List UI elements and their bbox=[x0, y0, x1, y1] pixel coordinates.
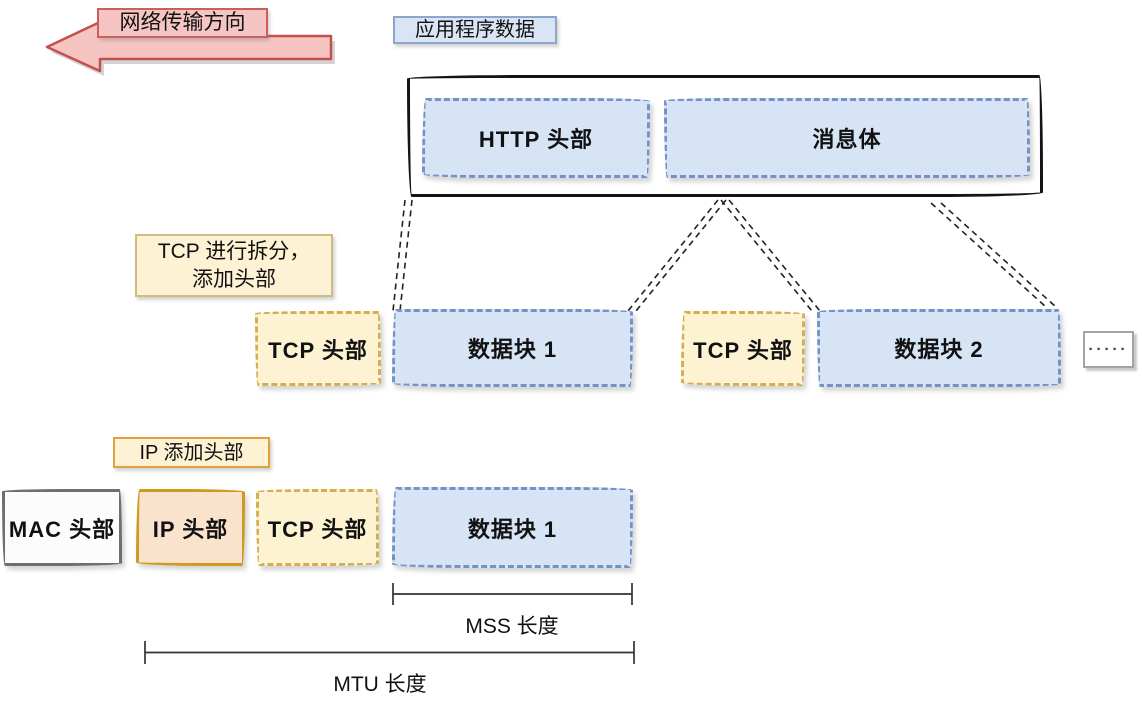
data-block-2-text: 数据块 2 bbox=[894, 337, 984, 362]
tcp-header-text-2: TCP 头部 bbox=[693, 337, 793, 363]
mss-length-label: MSS 长度 bbox=[412, 610, 612, 640]
direction-label-text: 网络传输方向 bbox=[119, 11, 246, 35]
mss-ruler bbox=[392, 583, 633, 605]
mac-header-text: MAC 头部 bbox=[8, 516, 116, 542]
http-header-text: HTTP 头部 bbox=[478, 127, 594, 152]
tcp-split-label-line1: TCP 进行拆分， bbox=[157, 240, 311, 264]
mtu-ruler bbox=[144, 641, 635, 664]
tcp-split-label-line2: 添加头部 bbox=[192, 267, 276, 291]
connector-lines bbox=[392, 199, 1057, 312]
mtu-length-label: MTU 长度 bbox=[280, 668, 480, 698]
mtu-length-text: MTU 长度 bbox=[333, 673, 427, 696]
tcp-header-text-3: TCP 头部 bbox=[267, 516, 368, 542]
ip-header-box: IP 头部 bbox=[136, 489, 245, 566]
tcp-header-text-1: TCP 头部 bbox=[268, 337, 368, 363]
tcp-split-label: TCP 进行拆分， 添加头部 bbox=[135, 234, 333, 297]
tcp-header-box-3: TCP 头部 bbox=[256, 489, 379, 566]
mac-header-box: MAC 头部 bbox=[2, 489, 122, 566]
ip-header-text: IP 头部 bbox=[152, 516, 229, 542]
data-block-1b-text: 数据块 1 bbox=[467, 516, 558, 542]
app-data-label-text: 应用程序数据 bbox=[415, 19, 535, 41]
ellipsis-text: ····· bbox=[1088, 341, 1129, 358]
ip-add-label-text: IP 添加头部 bbox=[139, 441, 244, 464]
mss-length-text: MSS 长度 bbox=[465, 615, 559, 638]
message-body-text: 消息体 bbox=[812, 127, 882, 152]
tcp-header-box-1: TCP 头部 bbox=[255, 311, 381, 386]
data-block-1-box: 数据块 1 bbox=[392, 309, 633, 387]
data-block-2-box: 数据块 2 bbox=[817, 309, 1061, 387]
http-header-box: HTTP 头部 bbox=[422, 98, 650, 178]
direction-label: 网络传输方向 bbox=[97, 8, 268, 38]
message-body-box: 消息体 bbox=[664, 98, 1030, 178]
data-block-1b-box: 数据块 1 bbox=[392, 487, 633, 568]
ip-add-label: IP 添加头部 bbox=[113, 437, 270, 468]
app-data-label: 应用程序数据 bbox=[393, 16, 557, 44]
ellipsis-box: ····· bbox=[1083, 331, 1134, 368]
tcp-header-box-2: TCP 头部 bbox=[681, 311, 805, 386]
data-block-1-text: 数据块 1 bbox=[467, 337, 558, 362]
